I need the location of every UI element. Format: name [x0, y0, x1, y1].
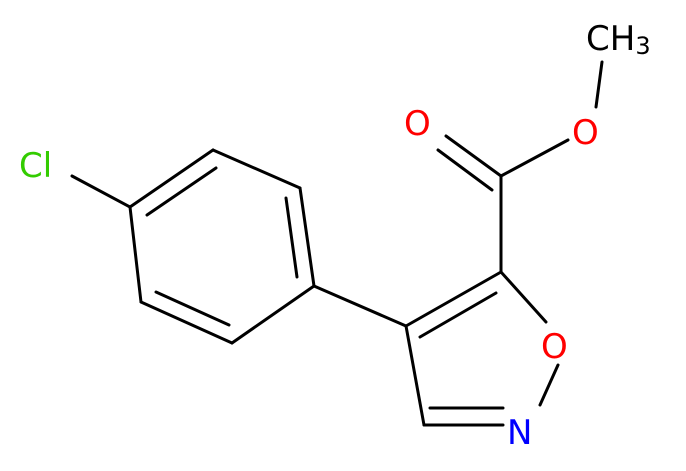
ester-oxygen-label: O: [572, 113, 599, 153]
bond-o1-n2: [538, 363, 560, 407]
bond-benzene-1-inner: [145, 166, 218, 217]
bond-c4-c5: [404, 270, 503, 328]
bonds: [70, 60, 604, 427]
bond-c3-c4: [404, 324, 426, 427]
methyl-symbol: CH: [586, 19, 635, 59]
bond-cl-c: [70, 174, 132, 209]
bond-benzene-6: [128, 205, 143, 304]
ring-oxygen-label: O: [541, 327, 568, 367]
bond-c-o-double-1: [444, 134, 503, 178]
bond-benzene-1: [128, 148, 215, 209]
bond-c-oester: [499, 138, 570, 178]
methyl-subscript: 3: [635, 32, 650, 60]
bond-benzene-3-inner: [284, 196, 299, 279]
bond-benzene-5: [139, 300, 234, 345]
bond-benzene-4: [230, 284, 316, 345]
bond-benzene-2: [211, 148, 302, 190]
bond-aryl-isoxazole: [312, 284, 408, 328]
atom-labels: Cl O N O O CH3: [19, 19, 651, 453]
ring-nitrogen-label: N: [507, 413, 532, 453]
bond-oester-ch3: [594, 60, 604, 109]
carbonyl-oxygen-label: O: [404, 104, 431, 144]
bond-benzene-3: [298, 186, 316, 288]
chlorine-label: Cl: [19, 146, 52, 186]
methyl-label: CH3: [586, 19, 651, 60]
bond-c4-c5-inner: [418, 291, 498, 339]
bond-c5-o1: [499, 270, 548, 324]
bond-benzene-5-inner: [154, 290, 231, 327]
bond-c-o-double-2: [436, 148, 494, 192]
